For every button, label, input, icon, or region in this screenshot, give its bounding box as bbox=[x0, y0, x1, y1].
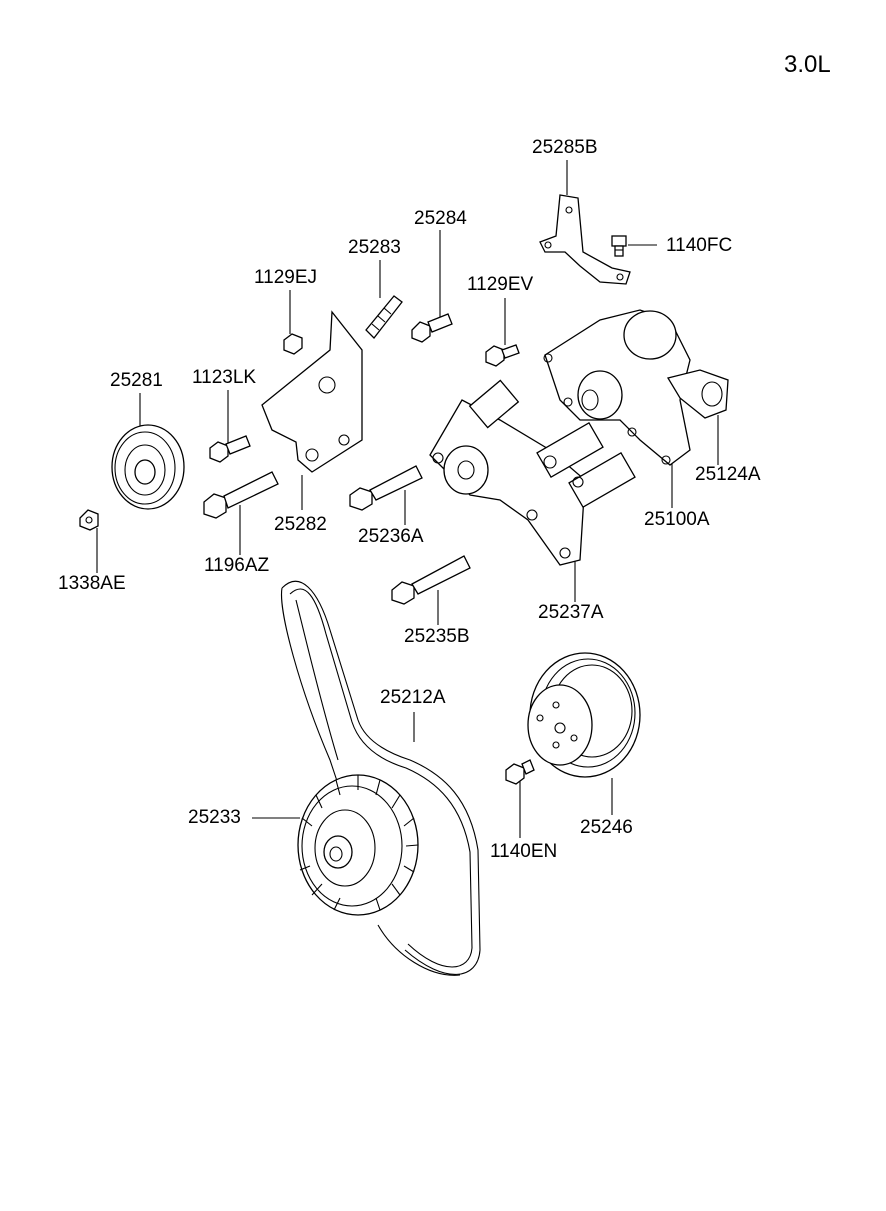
part-label-25282: 25282 bbox=[274, 514, 327, 535]
bolt-1140FC bbox=[611, 235, 627, 257]
part-label-25283: 25283 bbox=[348, 237, 401, 258]
bolt-25284 bbox=[411, 313, 453, 343]
pulley-25281 bbox=[111, 424, 185, 510]
part-label-25235B: 25235B bbox=[404, 626, 470, 647]
bolt-1129EV bbox=[485, 344, 520, 367]
engine-spec-label: 3.0L bbox=[784, 51, 831, 78]
water-pump-25100A bbox=[543, 309, 691, 466]
part-label-1140FC: 1140FC bbox=[666, 235, 733, 256]
part-label-25124A: 25124A bbox=[695, 464, 761, 485]
part-label-1140EN: 1140EN bbox=[490, 841, 558, 862]
part-label-1129EJ: 1129EJ bbox=[254, 267, 318, 288]
pulley-25246 bbox=[527, 652, 641, 778]
leader-lines bbox=[96, 160, 719, 838]
nut-1338AE bbox=[79, 509, 99, 531]
part-label-25233: 25233 bbox=[188, 807, 241, 828]
bolt-25236A bbox=[349, 465, 423, 511]
bolt-1123LK bbox=[209, 435, 251, 463]
part-label-25236A: 25236A bbox=[358, 526, 424, 547]
part-label-25100A: 25100A bbox=[644, 509, 710, 530]
part-label-1338AE: 1338AE bbox=[58, 573, 126, 594]
part-label-25281: 25281 bbox=[110, 370, 163, 391]
part-label-1123LK: 1123LK bbox=[192, 367, 257, 388]
bolt-1196AZ bbox=[203, 471, 279, 519]
part-label-1196AZ: 1196AZ bbox=[204, 555, 270, 576]
part-label-25237A: 25237A bbox=[538, 602, 604, 623]
part-label-25284: 25284 bbox=[414, 208, 467, 229]
bolt-25235B bbox=[391, 555, 471, 605]
part-label-25212A: 25212A bbox=[380, 687, 446, 708]
belt-25212A bbox=[280, 581, 481, 976]
fan-clutch-25233 bbox=[297, 774, 419, 916]
part-label-25285B: 25285B bbox=[532, 137, 598, 158]
stud-25283 bbox=[365, 295, 403, 339]
part-label-1129EV: 1129EV bbox=[467, 274, 534, 295]
bolt-1129EJ bbox=[283, 333, 303, 355]
bracket-25285B bbox=[539, 194, 631, 285]
bracket-25282 bbox=[261, 310, 363, 473]
part-label-25246: 25246 bbox=[580, 817, 633, 838]
bracket-25237A bbox=[429, 379, 636, 566]
bolt-1140EN bbox=[505, 759, 535, 785]
gasket-25124A bbox=[666, 369, 729, 419]
